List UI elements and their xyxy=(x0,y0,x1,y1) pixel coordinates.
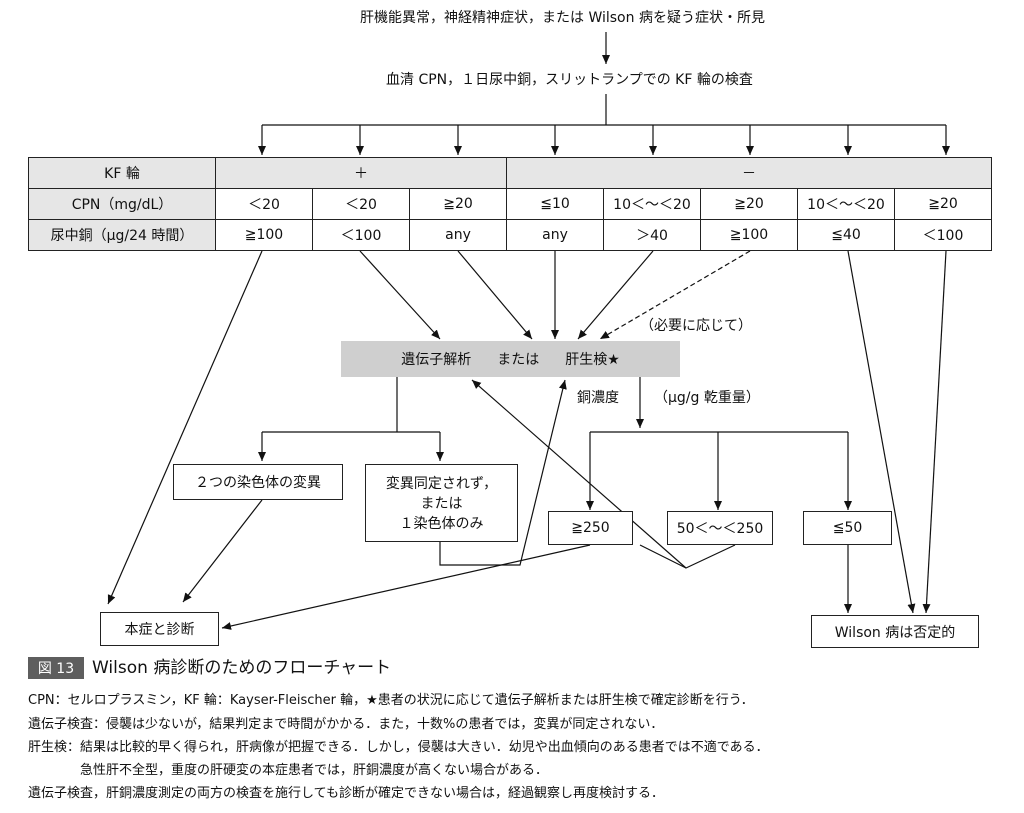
caption-line: 急性肝不全型，重度の肝硬変の本症患者では，肝銅濃度が高くない場合がある． xyxy=(28,763,549,778)
row-label-kf: KF 輪 xyxy=(28,157,216,189)
unidentified-line-3: １染色体のみ xyxy=(399,516,484,532)
figure-number: 図 13 xyxy=(28,657,84,679)
gene-or-biopsy-banner: 遺伝子解析 または 肝生検★ xyxy=(341,341,680,377)
caption-line: 遺伝子検査：侵襲は少ないが，結果判定まで時間がかかる．また，十数%の患者では，変… xyxy=(28,717,664,732)
or-label: または xyxy=(497,352,540,368)
unidentified-line-2: または xyxy=(420,496,463,512)
criteria-table: KF 輪 ＋ － CPN（mg/dL） ＜20 ＜20 ≧20 ≦10 10＜～… xyxy=(28,157,992,251)
cpn-cell: ＜20 xyxy=(215,188,313,220)
urine-cell: ＜100 xyxy=(312,219,410,251)
figure-title: Wilson 病診断のためのフローチャート xyxy=(92,658,392,678)
cpn-cell: ≦10 xyxy=(506,188,604,220)
cpn-cell: 10＜～＜20 xyxy=(797,188,895,220)
row-label-cpn: CPN（mg/dL） xyxy=(28,188,216,220)
urine-cell: ＞40 xyxy=(603,219,701,251)
cpn-row: CPN（mg/dL） ＜20 ＜20 ≧20 ≦10 10＜～＜20 ≧20 1… xyxy=(28,188,992,220)
caption-line: CPN：セルロプラスミン，KF 輪：Kayser-Fleischer 輪，★患者… xyxy=(28,693,754,708)
row-label-urine: 尿中銅（μg/24 時間） xyxy=(28,219,216,251)
kf-positive: ＋ xyxy=(215,157,507,189)
cpn-cell: ＜20 xyxy=(312,188,410,220)
unidentified-line-1: 変異同定されず， xyxy=(385,476,498,492)
urine-cell: ≧100 xyxy=(700,219,798,251)
kf-negative: － xyxy=(506,157,992,189)
unidentified-box: 変異同定されず， または １染色体のみ xyxy=(365,464,518,542)
caption-line: 肝生検：結果は比較的早く得られ，肝病像が把握できる．しかし，侵襲は大きい．幼児や… xyxy=(28,740,769,755)
screening-text: 血清 CPN，１日尿中銅，スリットランプでの KF 輪の検査 xyxy=(386,72,753,88)
cpn-cell: ≧20 xyxy=(894,188,992,220)
cpn-cell: ≧20 xyxy=(700,188,798,220)
urine-cell: ≦40 xyxy=(797,219,895,251)
liver-copper-unit: （μg/g 乾重量） xyxy=(654,390,760,406)
liver-biopsy-label: 肝生検★ xyxy=(565,352,620,368)
urine-cu-row: 尿中銅（μg/24 時間） ≧100 ＜100 any any ＞40 ≧100… xyxy=(28,219,992,251)
urine-cell: any xyxy=(409,219,507,251)
diagnosis-box: 本症と診断 xyxy=(100,612,219,646)
negative-box: Wilson 病は否定的 xyxy=(811,615,979,648)
urine-cell: ≧100 xyxy=(215,219,313,251)
copper-low-box: ≦50 xyxy=(803,511,892,545)
kf-row: KF 輪 ＋ － xyxy=(28,157,992,189)
cpn-cell: 10＜～＜20 xyxy=(603,188,701,220)
urine-cell: ＜100 xyxy=(894,219,992,251)
caption-line: 遺伝子検査，肝銅濃度測定の両方の検査を施行しても診断が確定できない場合は，経過観… xyxy=(28,786,664,801)
two-chromosome-box: ２つの染色体の変異 xyxy=(173,464,343,500)
urine-cell: any xyxy=(506,219,604,251)
copper-high-box: ≧250 xyxy=(548,511,633,545)
gene-analysis-label: 遺伝子解析 xyxy=(401,352,472,368)
copper-mid-box: 50＜～＜250 xyxy=(667,511,773,545)
cpn-cell: ≧20 xyxy=(409,188,507,220)
as-needed-label: （必要に応じて） xyxy=(640,318,752,334)
liver-copper-label: 銅濃度 xyxy=(577,390,619,406)
symptoms-text: 肝機能異常，神経精神症状，または Wilson 病を疑う症状・所見 xyxy=(360,10,765,26)
